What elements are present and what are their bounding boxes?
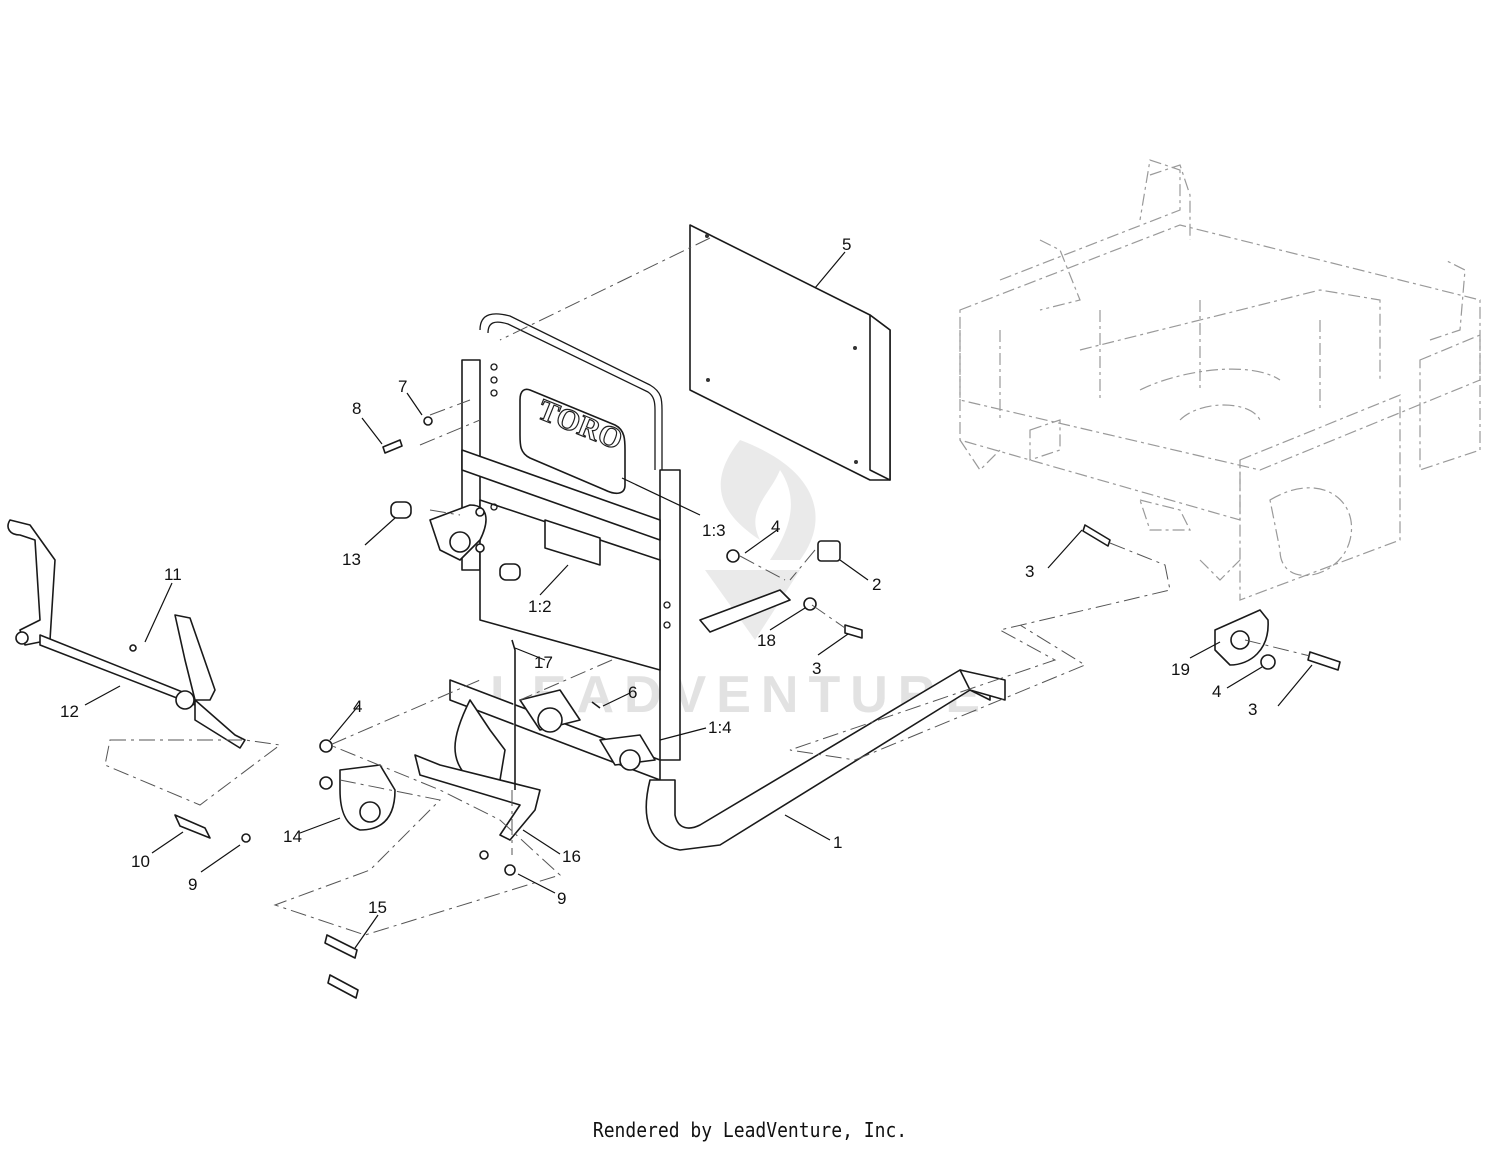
callout-3-right: 3: [1248, 700, 1257, 719]
seat-pad: [689, 224, 891, 481]
callout-7: 7: [398, 377, 407, 396]
callout-19: 19: [1171, 660, 1190, 679]
callout-1: 1: [833, 833, 842, 852]
bushing-13: [390, 501, 412, 519]
bolt-15-upper: [324, 934, 358, 959]
nut-extra: [479, 850, 489, 860]
nut-9-lower: [504, 864, 516, 876]
chassis-frame-phantom: [959, 159, 1481, 601]
washer-7: [423, 416, 433, 426]
pin-6: [591, 701, 601, 709]
pivot-bracket-14: [339, 764, 396, 831]
callout-16: 16: [562, 847, 581, 866]
pin-10: [174, 814, 211, 839]
bolt-3-mid: [844, 624, 863, 639]
callout-13: 13: [342, 550, 361, 569]
callout-11: 11: [164, 565, 182, 584]
nut-4-right: [1260, 654, 1276, 670]
callout-9-left: 9: [188, 875, 197, 894]
callout-15: 15: [368, 898, 387, 917]
plate-16: [414, 754, 541, 841]
bushing-lower: [499, 563, 521, 581]
callout-1-3: 1:3: [702, 521, 726, 540]
bolt-3-right: [1307, 651, 1341, 671]
callout-4-upper: 4: [771, 517, 780, 536]
pivot-bracket-upper: [429, 504, 487, 561]
callout-5: 5: [842, 235, 851, 254]
callout-2: 2: [872, 575, 881, 594]
callout-3-upper: 3: [1025, 562, 1034, 581]
callout-17: 17: [534, 653, 553, 672]
cotter-9-left: [241, 833, 251, 843]
pin-17: [511, 639, 516, 790]
assembly-chain-lines: [104, 237, 1311, 936]
bolt-8: [382, 439, 403, 454]
callout-9-lower: 9: [557, 889, 566, 908]
callout-12: 12: [60, 702, 79, 721]
callout-1-2: 1:2: [528, 597, 552, 616]
callout-10: 10: [131, 852, 150, 871]
brake-lever-assembly: [7, 519, 246, 749]
plug-2: [817, 540, 841, 562]
callout-4-right: 4: [1212, 682, 1221, 701]
callout-1-4: 1:4: [708, 718, 732, 737]
nut-left-2: [319, 776, 333, 790]
nut-4-left: [319, 739, 333, 753]
bolt-15-lower: [327, 974, 359, 999]
washer-18: [803, 597, 817, 611]
callout-4-left: 4: [353, 697, 362, 716]
callout-labels: 5 7 8 1:3 13 4 2 1:2 11 3 18 17 6 12 1:4…: [60, 235, 1257, 917]
callout-8: 8: [352, 399, 361, 418]
bolt-3-upper: [1082, 524, 1111, 547]
nut-4-upper: [726, 549, 740, 563]
callout-14: 14: [283, 827, 302, 846]
clip-11: [129, 644, 137, 652]
rendered-by-footer: Rendered by LeadVenture, Inc.: [592, 1118, 908, 1142]
callout-6: 6: [628, 683, 637, 702]
callout-3-mid: 3: [812, 659, 821, 678]
leader-lines: [84, 251, 1313, 949]
callout-18: 18: [757, 631, 776, 650]
hardware-pieces: [129, 416, 1341, 999]
